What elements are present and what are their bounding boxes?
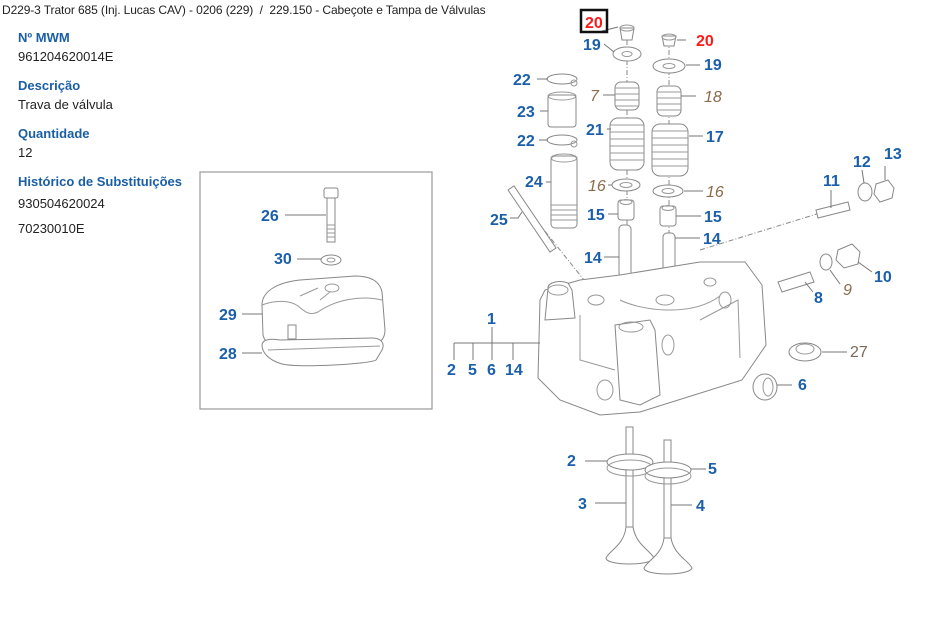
callout-5[interactable]: 5 — [708, 461, 717, 478]
callout-6[interactable]: 6 — [798, 377, 807, 394]
callout-2[interactable]: 2 — [567, 453, 576, 470]
callout-15[interactable]: 15 — [704, 209, 722, 226]
breadcrumb-separator: / — [259, 3, 263, 17]
bolt-part-26[interactable] — [323, 187, 339, 243]
history-item[interactable]: 930504620024 — [18, 196, 105, 211]
spring-retainer-part-19-left[interactable] — [612, 46, 642, 62]
hose-clamp-part-22-top[interactable] — [546, 73, 578, 87]
breadcrumb-group[interactable]: 229.150 - Cabeçote e Tampa de Válvulas — [269, 3, 486, 17]
callout-22[interactable]: 22 — [517, 133, 535, 150]
callout-25[interactable]: 25 — [490, 212, 508, 229]
description-group: Descrição Trava de válvula — [18, 78, 198, 113]
pushrod-tube-part-24[interactable] — [550, 153, 578, 229]
washer-part-9[interactable] — [819, 253, 833, 271]
outer-spring-part-17[interactable] — [651, 123, 689, 177]
washer-part-12[interactable] — [857, 182, 873, 202]
callout-23[interactable]: 23 — [517, 104, 535, 121]
history-item[interactable]: 70230010E — [18, 221, 85, 236]
callout-24[interactable]: 24 — [525, 174, 543, 191]
part-number-group: Nº MWM 961204620014E — [18, 30, 198, 65]
inner-spring-part-18[interactable] — [656, 85, 682, 117]
outer-spring-part-21[interactable] — [609, 117, 645, 171]
callout-1-sub-14[interactable]: 14 — [505, 362, 523, 379]
callout-18[interactable]: 18 — [704, 89, 722, 106]
intake-valve-part-4[interactable] — [643, 439, 693, 575]
valve-seal-part-15-left[interactable] — [617, 199, 635, 221]
quantity-value: 12 — [18, 145, 33, 160]
cylinder-head-part-1[interactable] — [537, 261, 767, 416]
callout-14[interactable]: 14 — [703, 231, 721, 248]
callout-17[interactable]: 17 — [706, 129, 724, 146]
valve-seat-ring-part-2[interactable] — [606, 453, 654, 477]
history-label: Histórico de Substituições — [18, 174, 182, 189]
exhaust-valve-part-3[interactable] — [605, 426, 655, 565]
valve-lock-part-20-left[interactable] — [619, 24, 635, 41]
selected-part-highlight — [579, 8, 609, 34]
callout-3[interactable]: 3 — [578, 496, 587, 513]
inner-spring-part-7[interactable] — [614, 81, 640, 111]
callout-16[interactable]: 16 — [588, 178, 606, 195]
nut-part-13[interactable] — [873, 179, 895, 203]
seal-ring-part-6[interactable] — [752, 373, 778, 401]
spring-washer-part-16-right[interactable] — [652, 184, 684, 198]
callout-19[interactable]: 19 — [704, 57, 722, 74]
part-info-panel: Nº MWM 961204620014E Descrição Trava de … — [18, 30, 198, 250]
callout-16[interactable]: 16 — [706, 184, 724, 201]
spring-retainer-part-19-right[interactable] — [652, 58, 686, 74]
plug-part-27[interactable] — [788, 342, 822, 362]
callout-28[interactable]: 28 — [219, 346, 237, 363]
callout-27[interactable]: 27 — [850, 344, 868, 361]
callout-20[interactable]: 20 — [696, 33, 714, 50]
history-group: Histórico de Substituições 930504620024 … — [18, 174, 198, 237]
callout-21[interactable]: 21 — [586, 122, 604, 139]
callout-7[interactable]: 7 — [590, 88, 600, 105]
callout-9[interactable]: 9 — [843, 282, 852, 299]
quantity-group: Quantidade 12 — [18, 126, 198, 161]
spring-washer-part-16-left[interactable] — [611, 178, 641, 192]
description-label: Descrição — [18, 78, 81, 93]
callout-14[interactable]: 14 — [584, 250, 602, 267]
sleeve-part-23[interactable] — [547, 91, 577, 128]
callout-26[interactable]: 26 — [261, 208, 279, 225]
gasket-part-28[interactable] — [261, 337, 384, 367]
stud-part-8[interactable] — [777, 271, 815, 293]
callout-1-sub-2[interactable]: 2 — [447, 362, 456, 379]
callout-30[interactable]: 30 — [274, 251, 292, 268]
hose-clamp-part-22-bottom[interactable] — [546, 134, 578, 148]
washer-part-30[interactable] — [320, 254, 342, 266]
callout-13[interactable]: 13 — [884, 146, 902, 163]
description-value: Trava de válvula — [18, 97, 113, 112]
callout-19[interactable]: 19 — [583, 37, 601, 54]
quantity-label: Quantidade — [18, 126, 90, 141]
callout-4[interactable]: 4 — [696, 498, 705, 515]
callout-10[interactable]: 10 — [874, 269, 892, 286]
valve-seat-ring-part-5[interactable] — [644, 461, 692, 485]
valve-cover-inset: 26 30 29 28 — [199, 171, 433, 410]
breadcrumb-model[interactable]: D229-3 Trator 685 (Inj. Lucas CAV) - 020… — [2, 3, 254, 17]
callout-1-sub-5[interactable]: 5 — [468, 362, 477, 379]
callout-11[interactable]: 11 — [823, 173, 840, 190]
callout-15[interactable]: 15 — [587, 207, 605, 224]
part-number-label: Nº MWM — [18, 30, 70, 45]
breadcrumb: D229-3 Trator 685 (Inj. Lucas CAV) - 020… — [2, 3, 486, 17]
callout-1-sub-6[interactable]: 6 — [487, 362, 496, 379]
callout-20-selected[interactable]: 20 — [585, 15, 603, 32]
callout-22[interactable]: 22 — [513, 72, 531, 89]
stud-part-25[interactable] — [507, 185, 557, 253]
part-number-value: 961204620014E — [18, 49, 114, 64]
valve-lock-part-20-right[interactable] — [661, 33, 677, 47]
callout-29[interactable]: 29 — [219, 307, 237, 324]
nut-part-10[interactable] — [835, 243, 861, 269]
valve-seal-part-15-right[interactable] — [659, 205, 677, 227]
valve-guide-part-14-left[interactable] — [618, 224, 632, 278]
callout-1[interactable]: 1 — [487, 311, 496, 328]
stud-part-11[interactable] — [815, 201, 851, 219]
callout-8[interactable]: 8 — [814, 290, 823, 307]
callout-12[interactable]: 12 — [853, 154, 871, 171]
